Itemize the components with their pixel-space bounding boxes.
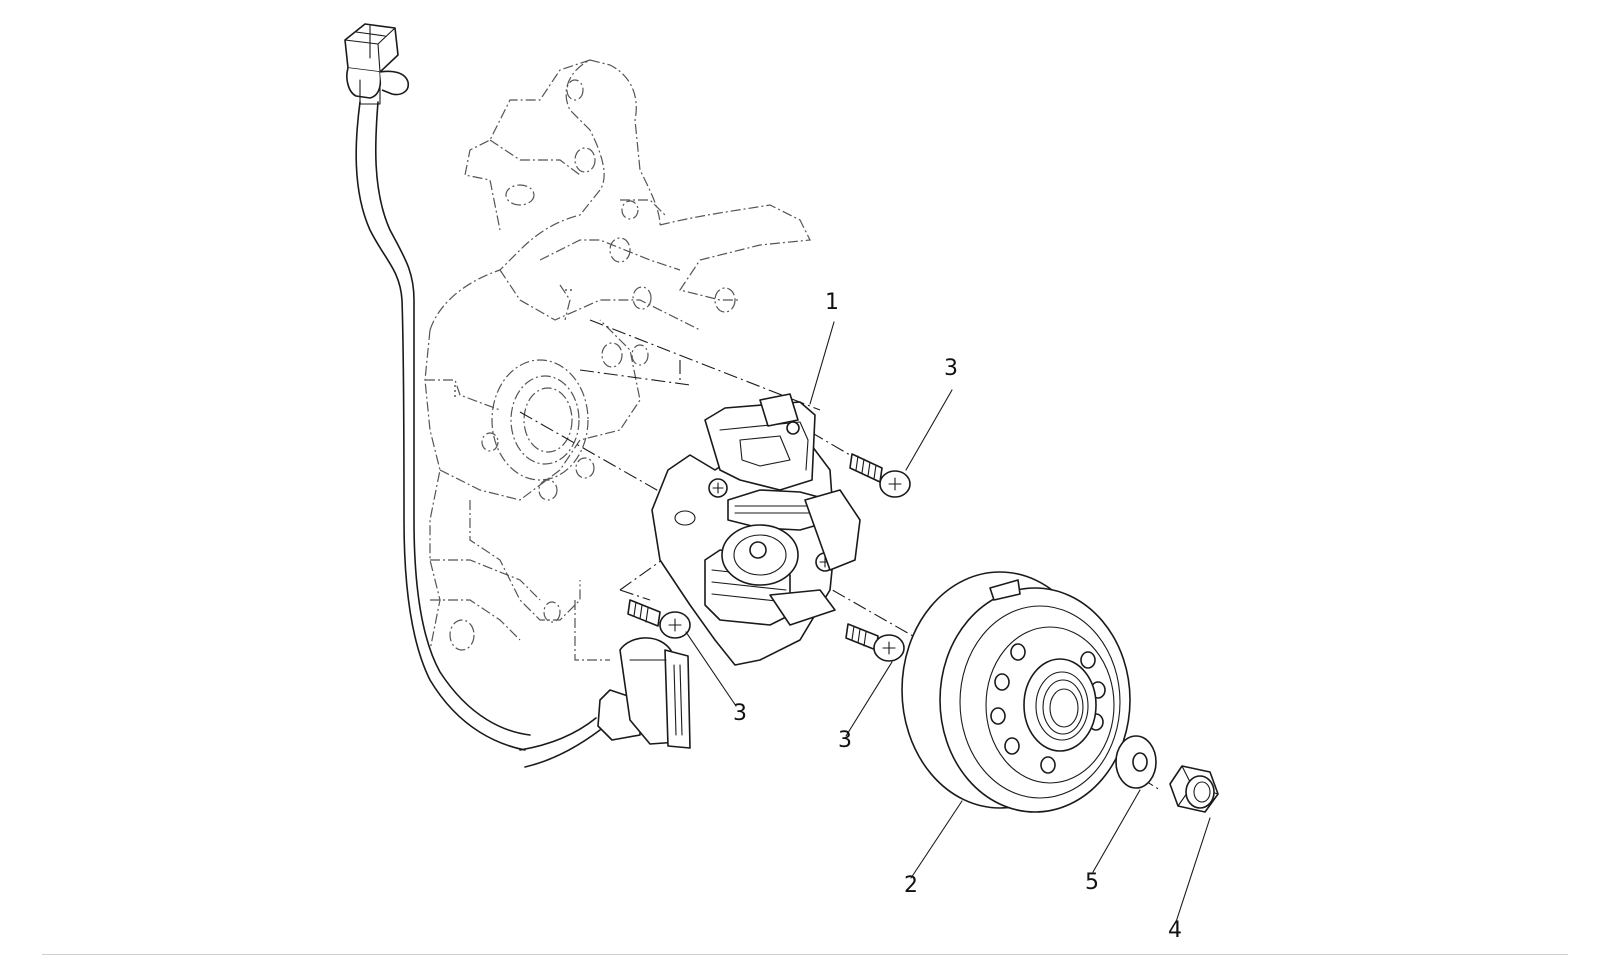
screw-top-right <box>849 453 911 498</box>
screw-bottom-right <box>845 623 905 662</box>
stator-lead-grommet <box>597 637 691 749</box>
washer <box>1115 735 1157 789</box>
callout-label-4: 4 <box>1168 918 1182 943</box>
engine-case-outline <box>424 59 811 661</box>
bottom-divider <box>42 954 1568 955</box>
callout-label-3-left: 3 <box>733 701 747 726</box>
wiring-harness <box>355 101 601 768</box>
callout-label-1: 1 <box>825 290 839 315</box>
leader-lines <box>685 321 1211 923</box>
flange-nut <box>1169 765 1219 813</box>
callout-label-5: 5 <box>1085 870 1099 895</box>
screw-left <box>627 599 691 639</box>
callout-label-3-top-right: 3 <box>944 356 958 381</box>
stator-assembly <box>651 393 861 666</box>
wire-connector-plug <box>344 23 410 105</box>
flywheel-rotor <box>901 571 1131 813</box>
callout-label-2: 2 <box>904 873 918 898</box>
callout-label-3-bottom: 3 <box>838 728 852 753</box>
